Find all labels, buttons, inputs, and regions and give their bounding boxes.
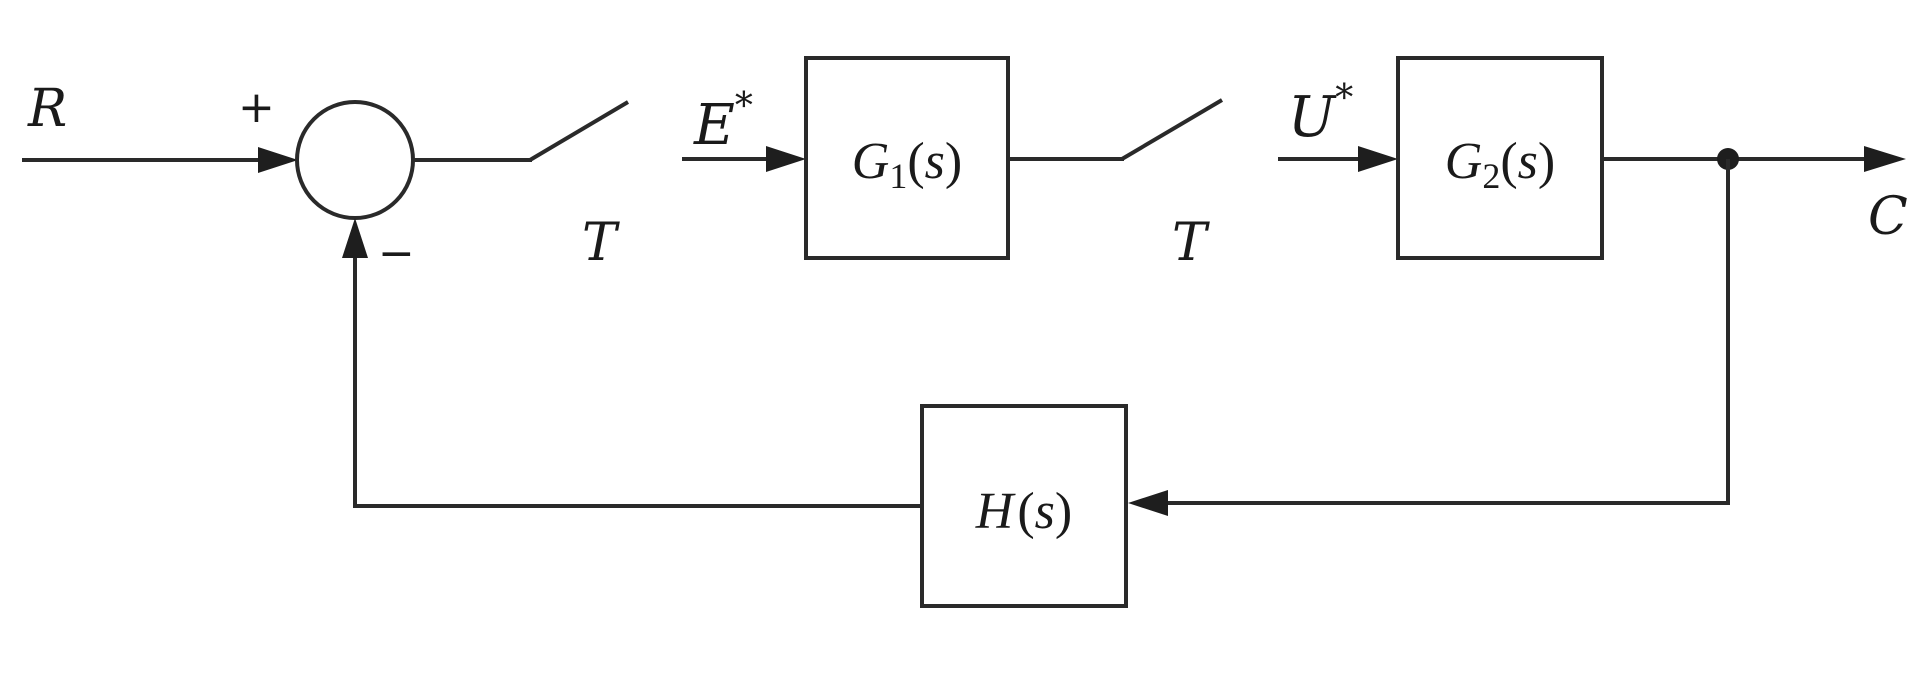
g1-label: G1(s) [852,133,962,196]
sampled-error-arrowhead [766,146,806,172]
g2-label: G2(s) [1445,133,1555,196]
g1-block [804,56,1010,260]
plus-sign: + [238,82,275,133]
sampler-1-switch [528,100,630,162]
output-label-c: C [1868,187,1908,247]
sampler-2-period-label: T [1172,213,1210,273]
sampled-control-arrowhead [1358,146,1398,172]
minus-sign: − [378,228,415,279]
sampled-control-label: U* [1288,78,1353,150]
feedback-h-arrowhead [1128,490,1168,516]
input-arrowhead [258,147,298,173]
sampled-error-label: E* [693,86,753,158]
sampler-2-switch [1120,98,1224,161]
output-arrowhead [1864,146,1906,172]
h-label: H(s) [975,483,1072,540]
feedback-sum-arrowhead [342,218,368,258]
sampler-1-period-label: T [582,213,620,273]
summing-junction [295,100,415,220]
input-label-r: R [27,79,67,139]
g2-block [1396,56,1604,260]
